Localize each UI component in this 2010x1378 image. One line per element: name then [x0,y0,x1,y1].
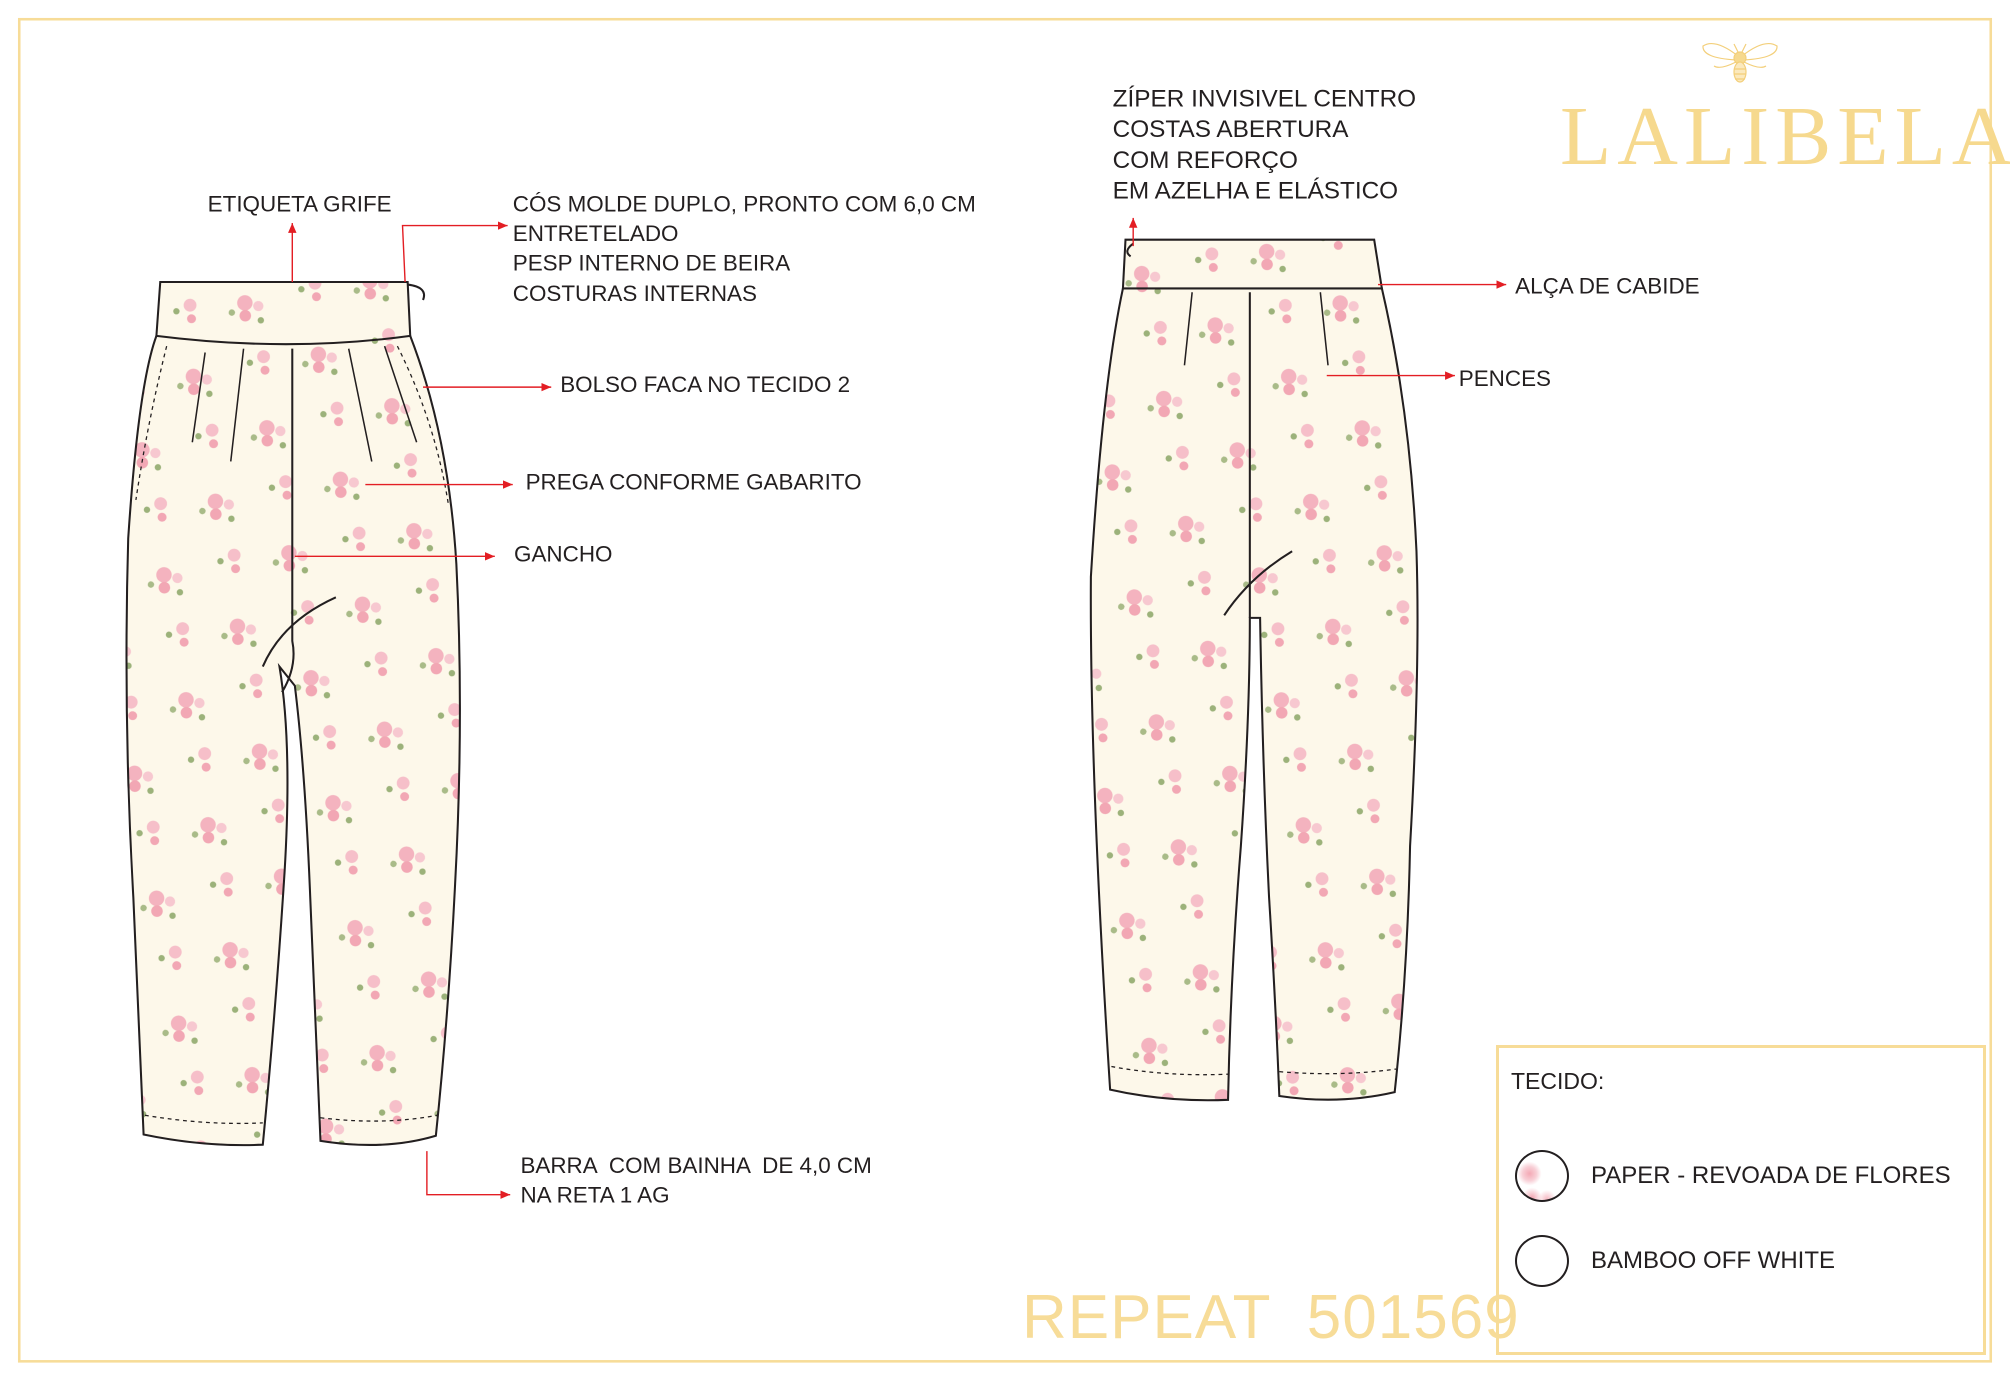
label-cos-3: PESP INTERNO DE BEIRA [513,250,790,275]
floral-swatch-icon [1515,1150,1569,1202]
label-barra-1: BARRA COM BAINHA DE 4,0 CM [520,1153,871,1178]
arrow-barra [426,1151,511,1199]
label-cos-4: COSTURAS INTERNAS [513,281,757,306]
label-bolso: BOLSO FACA NO TECIDO 2 [560,372,850,397]
legend-item-floral: PAPER - REVOADA DE FLORES [1515,1150,1951,1202]
label-etiqueta: ETIQUETA GRIFE [208,192,392,217]
arrow-cos [401,221,508,283]
label-ziper-3: COM REFORÇO [1113,147,1298,174]
label-prega: PREGA CONFORME GABARITO [526,470,862,495]
label-alca: ALÇA DE CABIDE [1515,274,1699,299]
plain-swatch-icon [1515,1235,1569,1287]
brand-logo: LALIBELA [1560,90,2010,183]
label-pences: PENCES [1459,366,1551,391]
label-ziper-1: ZÍPER INVISIVEL CENTRO [1113,85,1416,112]
label-barra-2: NA RETA 1 AG [520,1182,669,1207]
label-cos-2: ENTRETELADO [513,221,679,246]
label-ziper-4: EM AZELHA E ELÁSTICO [1113,178,1398,205]
callout-arrows [288,217,1507,1199]
fabric-legend: TECIDO: PAPER - REVOADA DE FLORES BAMBOO… [1496,1045,1986,1355]
label-cos-1: CÓS MOLDE DUPLO, PRONTO COM 6,0 CM [513,192,976,217]
front-pants-drawing [125,280,461,1147]
repeat-code: REPEAT 501569 [1022,1283,1520,1352]
legend-title: TECIDO: [1511,1068,1605,1094]
page-border [17,17,1993,1363]
label-gancho: GANCHO [514,541,612,566]
legend-item-plain: BAMBOO OFF WHITE [1515,1235,1835,1287]
bee-icon [1702,43,1778,83]
back-pants-drawing [1089,238,1419,1102]
legend-item-label: BAMBOO OFF WHITE [1591,1247,1835,1274]
legend-item-label: PAPER - REVOADA DE FLORES [1591,1162,1951,1189]
label-ziper-2: COSTAS ABERTURA [1113,116,1350,143]
